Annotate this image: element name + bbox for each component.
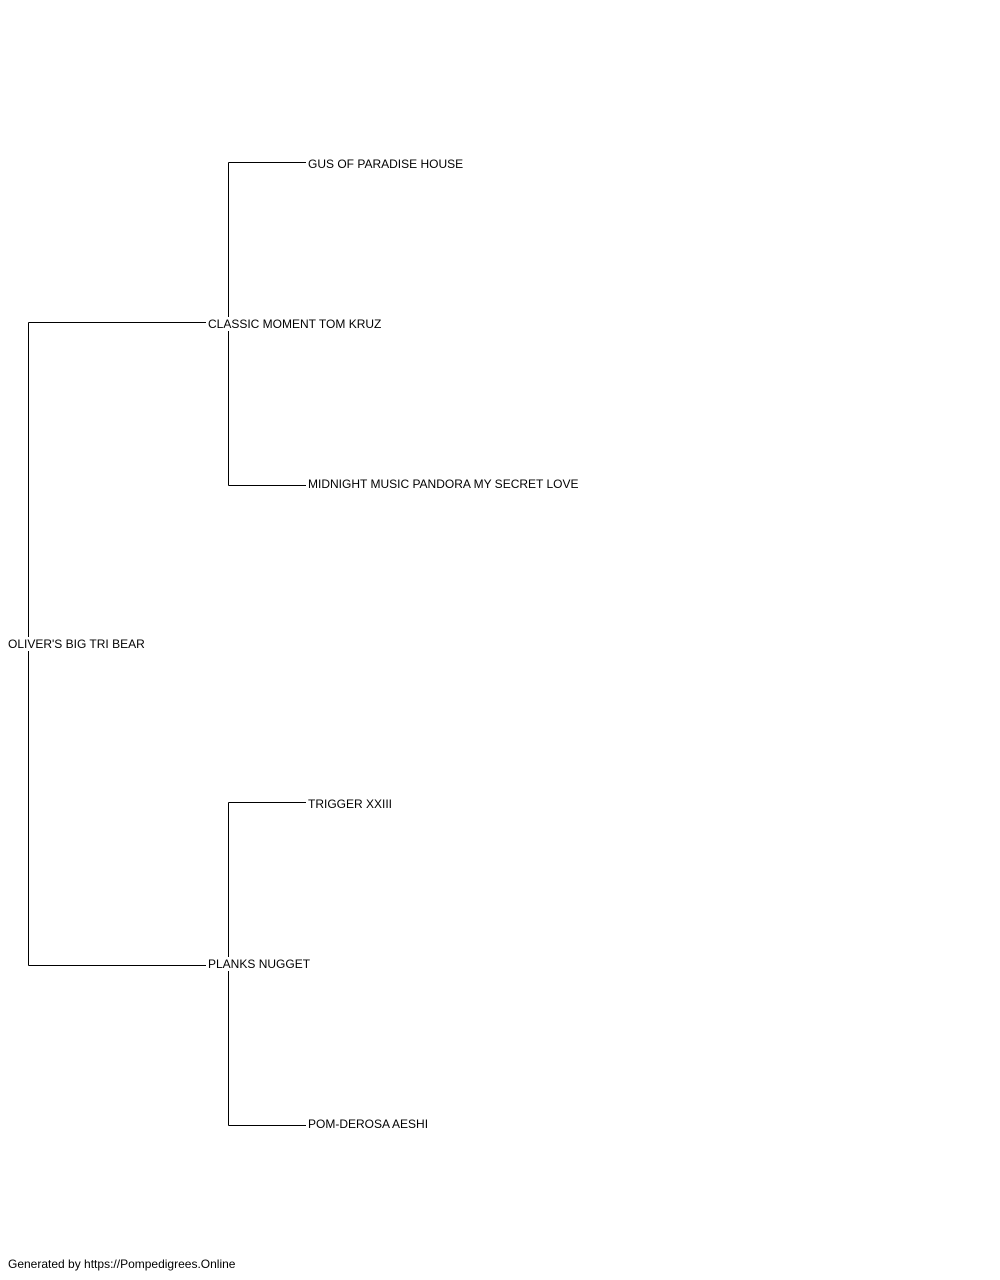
- generated-by-footer: Generated by https://Pompedigrees.Online: [8, 1257, 236, 1271]
- sire-dam-name: MIDNIGHT MUSIC PANDORA MY SECRET LOVE: [308, 477, 579, 491]
- dam-name: PLANKS NUGGET: [208, 957, 311, 971]
- dam-dam-name: POM-DEROSA AESHI: [308, 1117, 429, 1131]
- sire-sire-name: GUS OF PARADISE HOUSE: [308, 157, 464, 171]
- sire-name: CLASSIC MOMENT TOM KRUZ: [208, 317, 382, 331]
- dam-sire-name: TRIGGER XXIII: [308, 797, 393, 811]
- subject-name: OLIVER'S BIG TRI BEAR: [8, 637, 145, 651]
